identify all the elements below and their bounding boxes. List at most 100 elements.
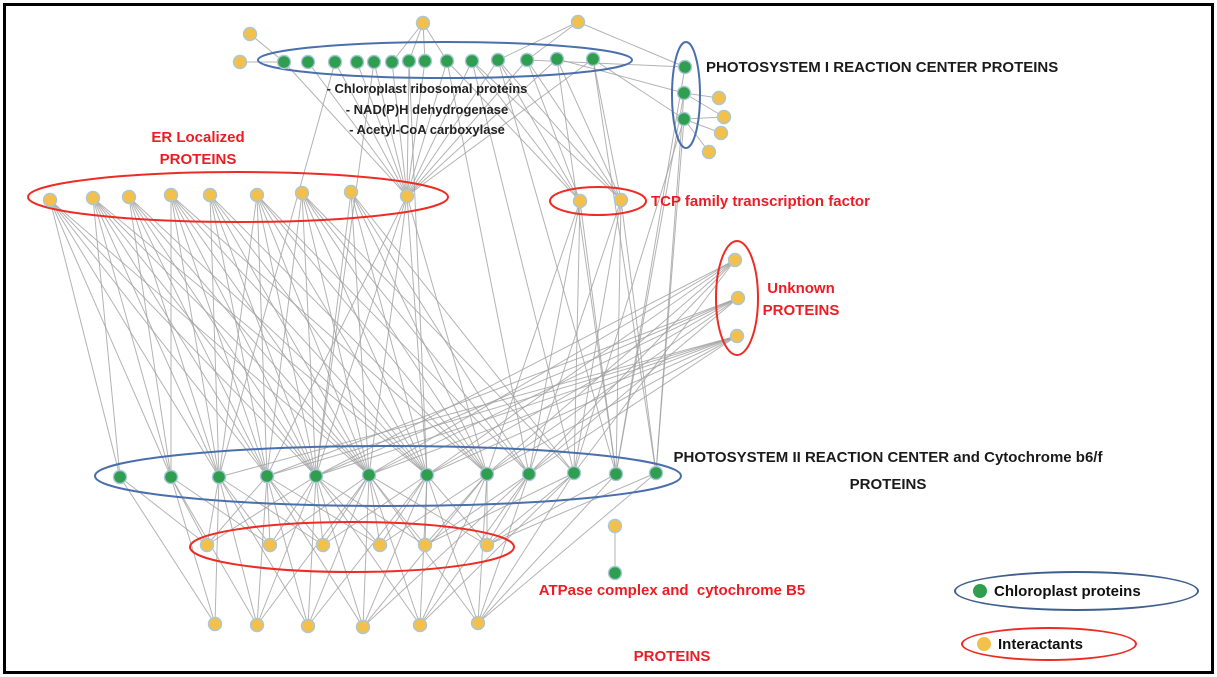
network-edge — [577, 21, 686, 68]
protein-node-P1[interactable] — [677, 59, 693, 75]
network-edge — [315, 61, 375, 477]
protein-node-S9[interactable] — [521, 466, 537, 482]
top-cluster-label-line3: - Acetyl-CoA carboxylase — [349, 122, 505, 137]
protein-node-E1[interactable] — [42, 192, 58, 208]
network-edge — [471, 60, 622, 201]
protein-node-Q1[interactable] — [711, 90, 727, 106]
network-edge — [170, 476, 208, 546]
network-edge — [128, 196, 370, 476]
protein-node-P3[interactable] — [676, 111, 692, 127]
protein-node-Q2[interactable] — [716, 109, 732, 125]
protein-node-B6[interactable] — [470, 615, 486, 631]
protein-node-B1[interactable] — [207, 616, 223, 632]
top-cluster-label-line1: - Chloroplast ribosomal proteins — [326, 81, 528, 96]
network-edge — [406, 59, 499, 197]
protein-node-A2[interactable] — [262, 537, 278, 553]
protein-node-Yc[interactable] — [415, 15, 431, 31]
protein-node-A6[interactable] — [479, 537, 495, 553]
protein-node-Yd[interactable] — [570, 14, 586, 30]
protein-node-T6[interactable] — [384, 54, 400, 70]
protein-node-A5[interactable] — [417, 537, 433, 553]
cluster-ellipse-unknown — [715, 240, 759, 356]
protein-node-T5[interactable] — [366, 54, 382, 70]
protein-node-T9[interactable] — [439, 53, 455, 69]
protein-node-E2[interactable] — [85, 190, 101, 206]
network-edge — [119, 476, 208, 546]
protein-node-S5[interactable] — [308, 468, 324, 484]
network-edge — [362, 474, 370, 628]
protein-node-S4[interactable] — [259, 468, 275, 484]
protein-node-B3[interactable] — [300, 618, 316, 634]
protein-node-T10[interactable] — [464, 53, 480, 69]
protein-node-S12[interactable] — [648, 465, 664, 481]
protein-node-E4[interactable] — [163, 187, 179, 203]
protein-node-T1[interactable] — [276, 54, 292, 70]
network-edge — [368, 474, 421, 626]
protein-node-A4[interactable] — [372, 537, 388, 553]
protein-node-Ya[interactable] — [242, 26, 258, 42]
protein-node-Yb[interactable] — [232, 54, 248, 70]
protein-node-E3[interactable] — [121, 189, 137, 205]
network-edge — [49, 199, 370, 476]
protein-node-S8[interactable] — [479, 466, 495, 482]
atpase-label-line2: PROTEINS — [633, 648, 711, 665]
protein-node-A3[interactable] — [315, 537, 331, 553]
protein-node-U2[interactable] — [730, 290, 746, 306]
protein-node-Q4[interactable] — [701, 144, 717, 160]
protein-node-U3[interactable] — [729, 328, 745, 344]
network-edge — [92, 197, 428, 476]
protein-node-S11[interactable] — [608, 466, 624, 482]
protein-node-Q3[interactable] — [713, 125, 729, 141]
protein-node-T12[interactable] — [519, 52, 535, 68]
er-label-line2: PROTEINS — [159, 151, 237, 168]
protein-node-C1[interactable] — [572, 193, 588, 209]
protein-node-B4[interactable] — [355, 619, 371, 635]
network-edge — [526, 59, 581, 202]
protein-node-T14[interactable] — [585, 51, 601, 67]
protein-node-T13[interactable] — [549, 51, 565, 67]
protein-node-A1[interactable] — [199, 537, 215, 553]
protein-node-T2[interactable] — [300, 54, 316, 70]
protein-node-U1[interactable] — [727, 252, 743, 268]
network-edge — [256, 475, 268, 626]
network-edge — [315, 475, 381, 546]
network-edge — [592, 58, 657, 474]
protein-node-E9[interactable] — [399, 188, 415, 204]
protein-node-S2[interactable] — [163, 469, 179, 485]
protein-node-T8[interactable] — [417, 53, 433, 69]
protein-node-S10[interactable] — [566, 465, 582, 481]
protein-node-B2[interactable] — [249, 617, 265, 633]
protein-node-S7[interactable] — [419, 467, 435, 483]
protein-node-E6[interactable] — [249, 187, 265, 203]
protein-node-E7[interactable] — [294, 185, 310, 201]
chloroplast-protein-dot-icon — [973, 584, 987, 598]
network-edge — [322, 474, 370, 546]
psii-label-line2: PROTEINS — [849, 476, 927, 493]
protein-node-T3[interactable] — [327, 54, 343, 70]
protein-node-E5[interactable] — [202, 187, 218, 203]
cluster-ellipse-er-localized — [27, 171, 449, 223]
network-edge — [486, 472, 657, 546]
network-edge — [556, 58, 617, 475]
network-edge — [486, 473, 617, 546]
protein-node-C2[interactable] — [613, 192, 629, 208]
protein-node-S1[interactable] — [112, 469, 128, 485]
network-edge — [406, 195, 488, 475]
protein-node-T11[interactable] — [490, 52, 506, 68]
protein-node-W1[interactable] — [607, 518, 623, 534]
network-edge — [419, 473, 488, 626]
unknown-label-line2: PROTEINS — [762, 302, 840, 319]
protein-node-S3[interactable] — [211, 469, 227, 485]
protein-node-W2[interactable] — [607, 565, 623, 581]
protein-node-S6[interactable] — [361, 467, 377, 483]
network-edge — [315, 335, 738, 477]
protein-node-E8[interactable] — [343, 184, 359, 200]
protein-node-T7[interactable] — [401, 53, 417, 69]
network-edge — [209, 194, 317, 477]
network-edge — [406, 58, 558, 197]
protein-node-T4[interactable] — [349, 54, 365, 70]
legend-label-chloroplast: Chloroplast proteins — [994, 582, 1141, 600]
protein-node-B5[interactable] — [412, 617, 428, 633]
protein-node-P2[interactable] — [676, 85, 692, 101]
